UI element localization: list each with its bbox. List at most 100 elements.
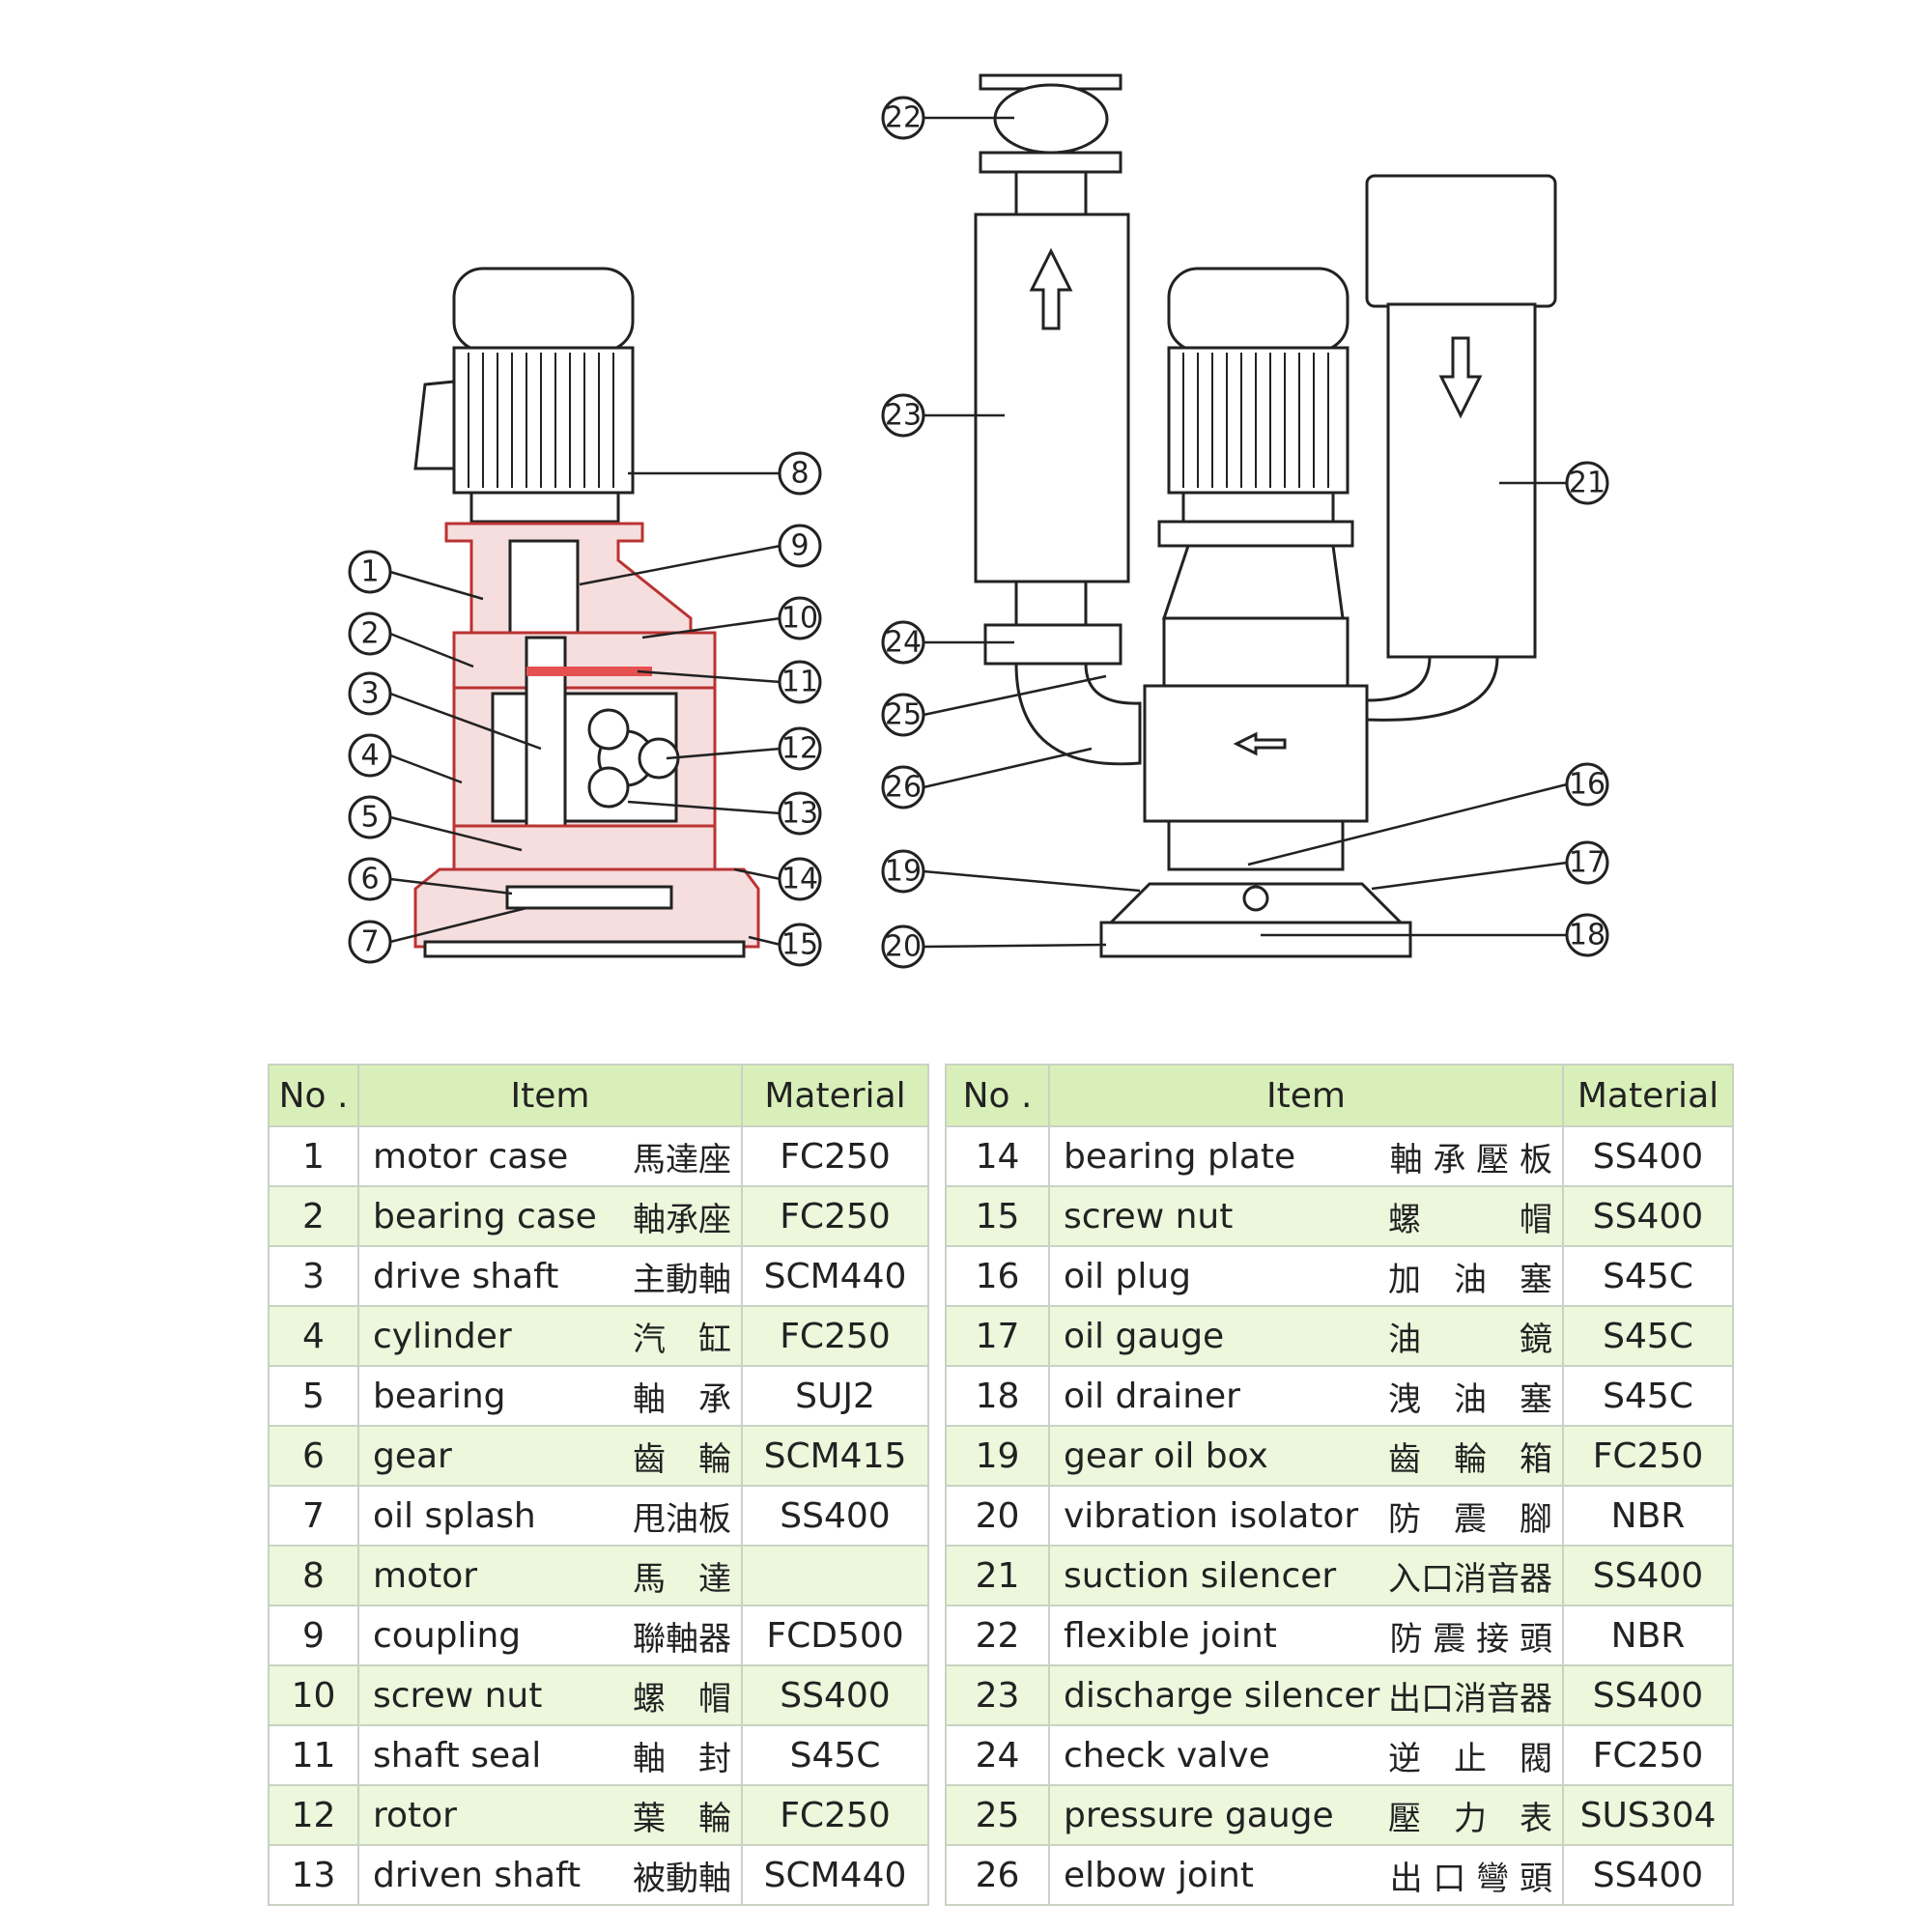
item-chinese: 加 油 塞 (1388, 1260, 1552, 1299)
svg-text:8: 8 (790, 457, 809, 491)
bearing-housing-right (1161, 544, 1345, 620)
callout-9: 9 (778, 524, 822, 568)
cell-no: 13 (268, 1844, 359, 1906)
svg-text:6: 6 (360, 863, 379, 896)
cell-material: SS400 (1562, 1185, 1734, 1247)
cell-material: FC250 (741, 1784, 929, 1846)
cell-no: 2 (268, 1185, 359, 1247)
lower-case-right (1167, 819, 1345, 871)
svg-text:16: 16 (1569, 768, 1605, 802)
cell-material: S45C (741, 1724, 929, 1786)
item-english: motor case (373, 1136, 569, 1177)
callout-6: 6 (348, 857, 392, 901)
table-header-row: No . Item Material (268, 1064, 929, 1127)
cell-item: oil splash 甩油板 (357, 1485, 743, 1547)
cell-material (741, 1545, 929, 1606)
item-chinese: 螺 帽 (633, 1679, 731, 1719)
cell-no: 23 (945, 1664, 1050, 1726)
cell-item: motor case 馬達座 (357, 1125, 743, 1187)
item-english: oil gauge (1064, 1316, 1225, 1356)
cell-material: SS400 (741, 1664, 929, 1726)
item-chinese: 齒 輪 箱 (1388, 1439, 1552, 1479)
callout-12: 12 (778, 726, 822, 771)
gear-base (423, 940, 746, 958)
item-chinese: 壓 力 表 (1388, 1799, 1552, 1838)
callout-18: 18 (1565, 913, 1609, 957)
item-english: bearing plate (1064, 1136, 1296, 1177)
cell-material: FC250 (741, 1305, 929, 1367)
motor-cap-right (1167, 267, 1350, 353)
flow-arrow-icon (1233, 731, 1287, 756)
svg-text:10: 10 (781, 602, 818, 636)
item-english: cylinder (373, 1316, 512, 1356)
item-english: suction silencer (1064, 1555, 1337, 1596)
base-right (1099, 921, 1412, 958)
cell-material: SS400 (1562, 1125, 1734, 1187)
svg-text:3: 3 (360, 677, 379, 711)
callout-13: 13 (778, 791, 822, 836)
callout-8: 8 (778, 451, 822, 496)
item-chinese: 出 口 彎 頭 (1389, 1859, 1552, 1898)
callout-16: 16 (1565, 762, 1609, 807)
cell-no: 24 (945, 1724, 1050, 1786)
cell-material: S45C (1562, 1245, 1734, 1307)
item-english: oil splash (373, 1495, 536, 1536)
motor-flange-right (1181, 491, 1335, 524)
up-arrow-icon (1029, 247, 1073, 330)
bearing-case-right (1162, 616, 1350, 688)
item-chinese: 防 震 接 頭 (1389, 1619, 1552, 1659)
svg-text:22: 22 (885, 101, 922, 135)
oil-gauge-shape (1242, 885, 1269, 912)
callout-24: 24 (881, 620, 925, 665)
cell-material: SS400 (1562, 1844, 1734, 1906)
cell-material: SUJ2 (741, 1365, 929, 1427)
item-chinese: 甩油板 (633, 1499, 731, 1539)
callout-7: 7 (348, 920, 392, 964)
svg-text:12: 12 (781, 732, 818, 766)
down-arrow-icon (1438, 336, 1483, 419)
motor-cap (452, 267, 635, 353)
item-chinese: 汽 缸 (633, 1320, 731, 1359)
cell-material: SCM440 (741, 1245, 929, 1307)
cell-material: S45C (1562, 1365, 1734, 1427)
suction-pipe (1365, 655, 1499, 722)
item-chinese: 被動軸 (633, 1859, 731, 1898)
pump-diagram: 1 2 3 4 5 6 7 8 9 10 11 12 13 14 15 16 1… (348, 73, 1609, 969)
item-chinese: 馬達座 (633, 1140, 731, 1179)
callout-17: 17 (1565, 840, 1609, 885)
item-english: bearing case (373, 1196, 597, 1236)
cell-no: 15 (945, 1185, 1050, 1247)
item-chinese: 軸 承 (633, 1379, 731, 1419)
motor-fins-right (1182, 353, 1329, 488)
cell-material: NBR (1562, 1605, 1734, 1666)
motor-body-right (1167, 346, 1350, 495)
svg-text:1: 1 (360, 555, 379, 589)
callout-11: 11 (778, 660, 822, 704)
item-chinese: 聯軸器 (633, 1619, 731, 1659)
cell-material: NBR (1562, 1485, 1734, 1547)
svg-text:17: 17 (1569, 846, 1605, 880)
header-material: Material (1562, 1064, 1734, 1127)
svg-text:9: 9 (790, 529, 809, 563)
discharge-pipe (1014, 170, 1088, 217)
callout-1: 1 (348, 550, 392, 594)
motor-body (452, 346, 635, 495)
